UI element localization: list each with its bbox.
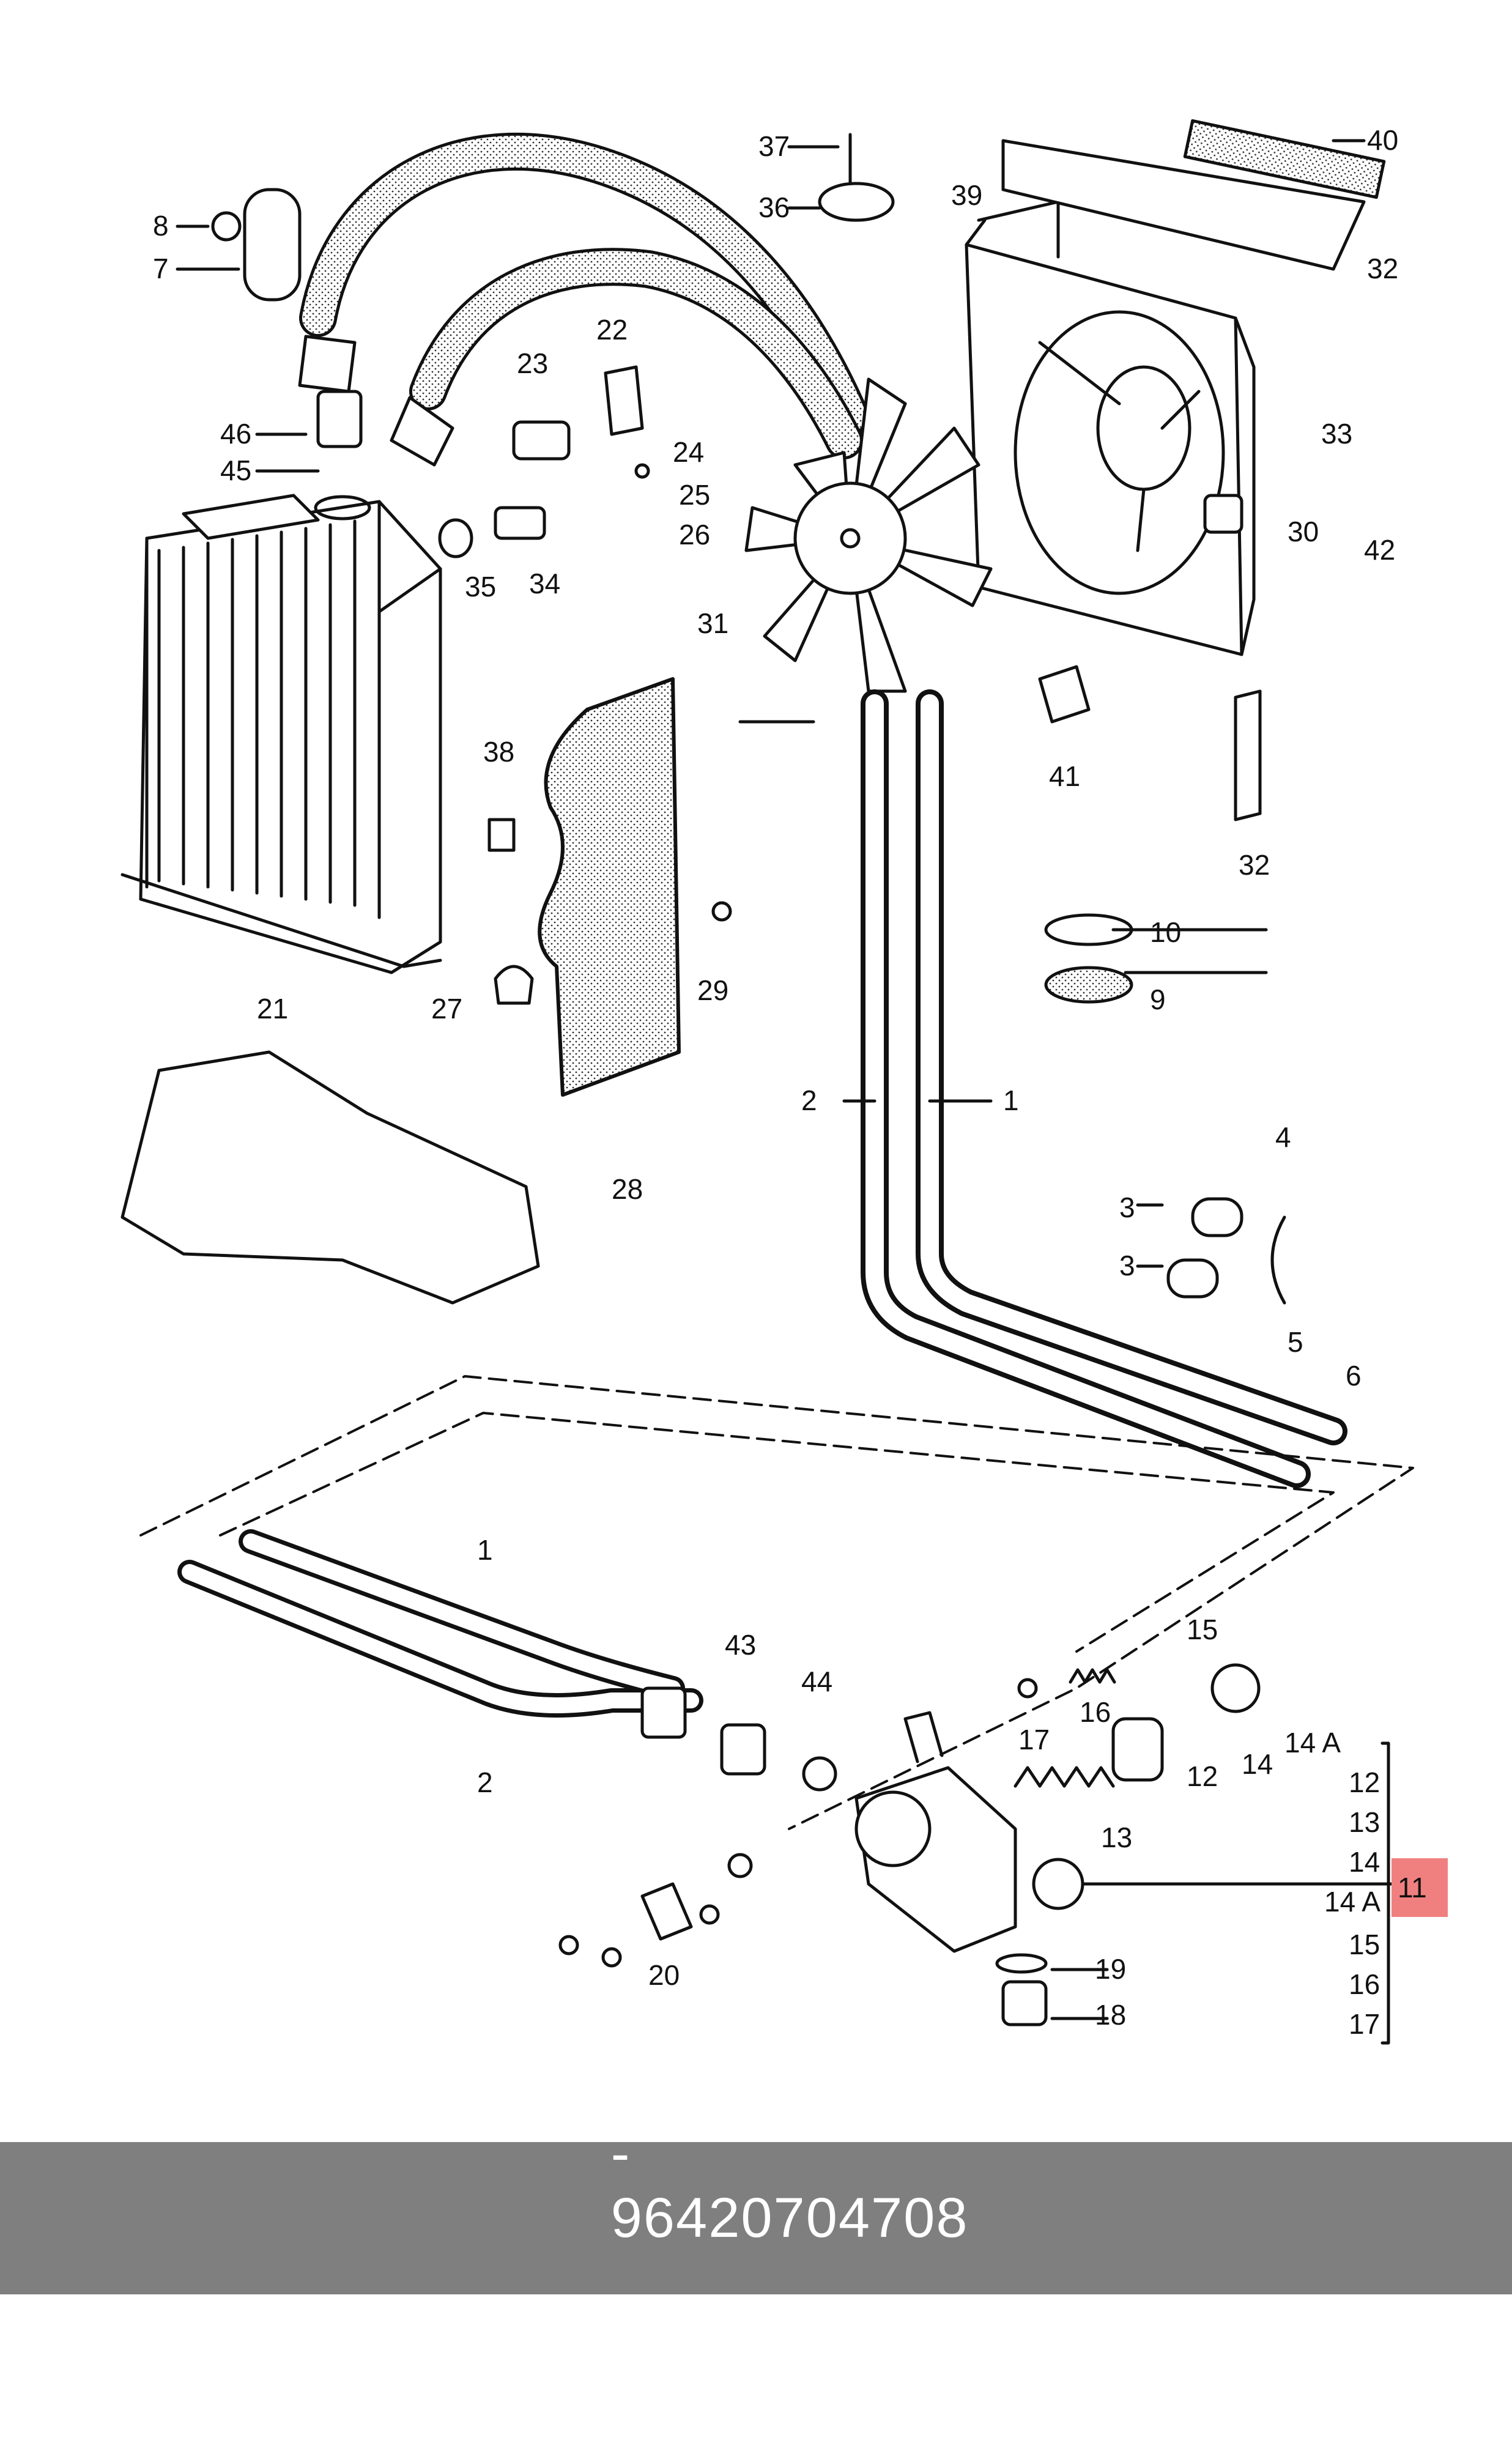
label-6: 6 <box>1346 1360 1362 1392</box>
label-8: 8 <box>153 210 169 242</box>
label-45: 45 <box>220 454 251 486</box>
bracket-illustration <box>120 1050 540 1305</box>
label-18: 18 <box>1095 1999 1126 2031</box>
label-41: 41 <box>1049 760 1080 792</box>
label-11: 11 <box>1398 1872 1427 1904</box>
label-3b: 3 <box>1119 1250 1135 1281</box>
label-24: 24 <box>673 436 704 468</box>
label-29: 29 <box>697 974 728 1006</box>
label-2-upper: 2 <box>801 1084 817 1116</box>
highlight-box <box>1392 1858 1448 1917</box>
label-7: 7 <box>153 253 169 284</box>
label-30: 30 <box>1288 516 1319 547</box>
label-2-lower: 2 <box>477 1766 493 1798</box>
group-item-17: 17 <box>1349 2008 1380 2040</box>
label-4: 4 <box>1275 1121 1291 1153</box>
group-item-12: 12 <box>1349 1766 1380 1798</box>
group-item-14a: 14 A <box>1324 1886 1380 1918</box>
caption-bar: PORSCHE - 96420704708 N - 11 <box>0 2058 1512 2378</box>
label-44: 44 <box>801 1666 832 1697</box>
label-46: 46 <box>220 418 251 450</box>
label-23: 23 <box>517 347 548 379</box>
label-20: 20 <box>648 1959 680 1991</box>
label-42: 42 <box>1364 534 1395 566</box>
caption-text: PORSCHE - 96420704708 N - 11 <box>543 1993 968 2443</box>
highlighted-part-11: 11 <box>1392 1858 1448 1917</box>
fan-illustration <box>744 377 993 693</box>
radiator-illustration <box>120 494 442 974</box>
label-34: 34 <box>529 568 560 599</box>
group-item-13: 13 <box>1349 1806 1380 1838</box>
label-5: 5 <box>1288 1326 1303 1358</box>
label-28: 28 <box>612 1173 643 1205</box>
label-21: 21 <box>257 993 288 1025</box>
label-1-lower: 1 <box>477 1534 493 1566</box>
label-22: 22 <box>596 314 628 346</box>
label-1-upper: 1 <box>1003 1084 1019 1116</box>
label-13: 13 <box>1101 1822 1132 1853</box>
label-43: 43 <box>725 1629 756 1661</box>
caption-part-number: 96420704708 <box>610 2187 969 2249</box>
label-32-mid: 32 <box>1239 849 1270 881</box>
label-26: 26 <box>679 519 710 551</box>
label-14a: 14 A <box>1284 1727 1341 1759</box>
group-item-16: 16 <box>1349 1968 1380 2000</box>
fan-shroud-illustration <box>965 200 1256 656</box>
part-labels: 1 1 2 2 3 3 4 5 6 7 8 9 10 12 13 14 14 A… <box>153 124 1398 2031</box>
label-40: 40 <box>1367 124 1398 156</box>
label-14: 14 <box>1242 1748 1273 1780</box>
group-item-14: 14 <box>1349 1846 1380 1878</box>
caption-position: N - 11 <box>610 2315 768 2378</box>
label-9: 9 <box>1150 984 1166 1015</box>
parts-diagram: 1 1 2 2 3 3 4 5 6 7 8 9 10 12 13 14 14 A… <box>120 119 1448 2045</box>
coolant-pipe-1 <box>916 689 1347 1445</box>
group-list: 12 13 14 14 A 15 16 17 <box>1324 1766 1380 2040</box>
label-38: 38 <box>483 736 514 768</box>
label-31: 31 <box>697 607 728 639</box>
gasket-illustration <box>538 677 681 1097</box>
caption-separator: - <box>610 2122 631 2185</box>
label-19: 19 <box>1095 1953 1126 1985</box>
label-3a: 3 <box>1119 1192 1135 1223</box>
label-32-top: 32 <box>1367 253 1398 284</box>
label-17: 17 <box>1018 1724 1050 1755</box>
label-39: 39 <box>951 179 982 211</box>
label-16: 16 <box>1080 1696 1111 1728</box>
label-25: 25 <box>679 479 710 511</box>
label-35: 35 <box>465 571 496 602</box>
label-33: 33 <box>1321 418 1352 450</box>
label-10: 10 <box>1150 916 1181 948</box>
caption-brand: PORSCHE <box>610 2058 898 2121</box>
label-12: 12 <box>1187 1760 1218 1792</box>
thermostat-housing-illustration <box>854 1711 1084 1953</box>
label-15: 15 <box>1187 1614 1218 1645</box>
label-27: 27 <box>431 993 462 1025</box>
label-36: 36 <box>758 191 790 223</box>
group-item-15: 15 <box>1349 1929 1380 1960</box>
label-37: 37 <box>758 130 790 162</box>
